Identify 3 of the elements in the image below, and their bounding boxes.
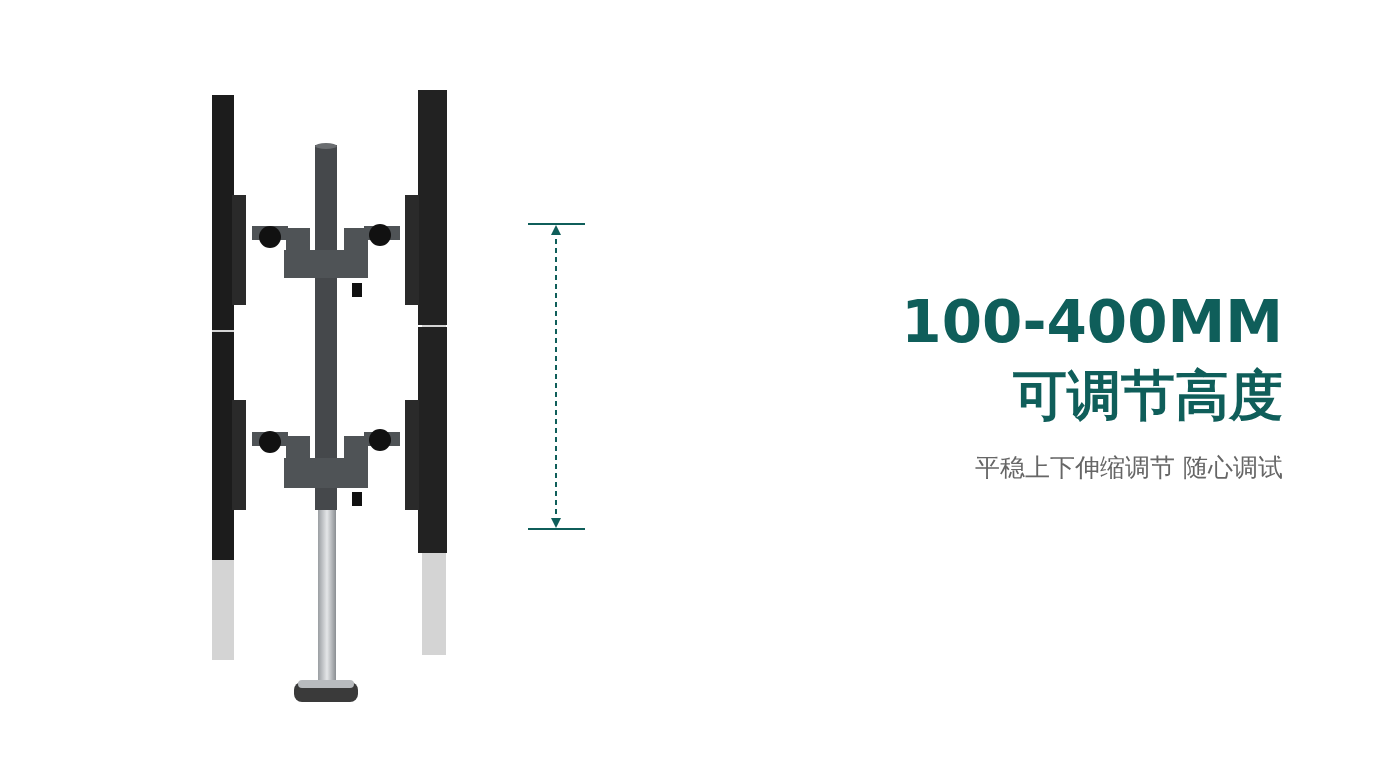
heading: 100-400MM — [901, 288, 1283, 356]
subtitle: 平稳上下伸缩调节 随心调试 — [975, 452, 1283, 484]
heading: 可调节高度 — [1013, 363, 1283, 429]
